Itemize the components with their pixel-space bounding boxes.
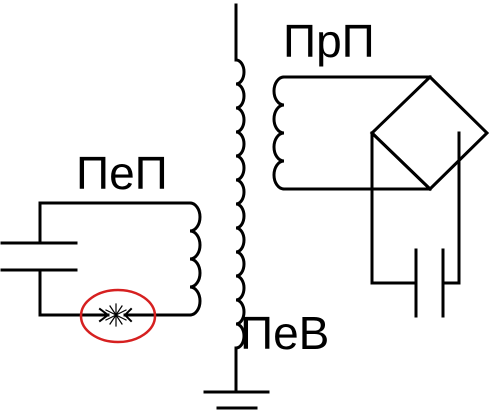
center-winding <box>234 3 246 394</box>
left-capacitor-symbol <box>0 241 78 272</box>
ground-symbol <box>203 390 270 410</box>
primary-coil-turns <box>188 201 202 317</box>
diode-bridge-symbol <box>369 74 490 192</box>
spark-gap-left-arrow <box>98 307 110 323</box>
spark-gap-right-arrow <box>123 307 133 323</box>
bottom-capacitor-circuit <box>370 131 461 318</box>
primary-circuit <box>38 201 202 317</box>
bridge-diagonal <box>369 130 433 192</box>
spark-gap-highlight-circle <box>79 288 157 344</box>
center-coil <box>234 58 246 350</box>
spark-icon <box>105 303 127 327</box>
secondary-coil-turns <box>272 75 286 191</box>
bridge-diamond <box>369 74 490 192</box>
secondary-coil <box>272 75 432 191</box>
spark-gap-symbol <box>79 288 157 344</box>
secondary-winding-label: ПрП <box>283 15 375 67</box>
output-winding-label: ПеВ <box>240 307 330 359</box>
primary-winding-label: ПеП <box>76 147 168 199</box>
